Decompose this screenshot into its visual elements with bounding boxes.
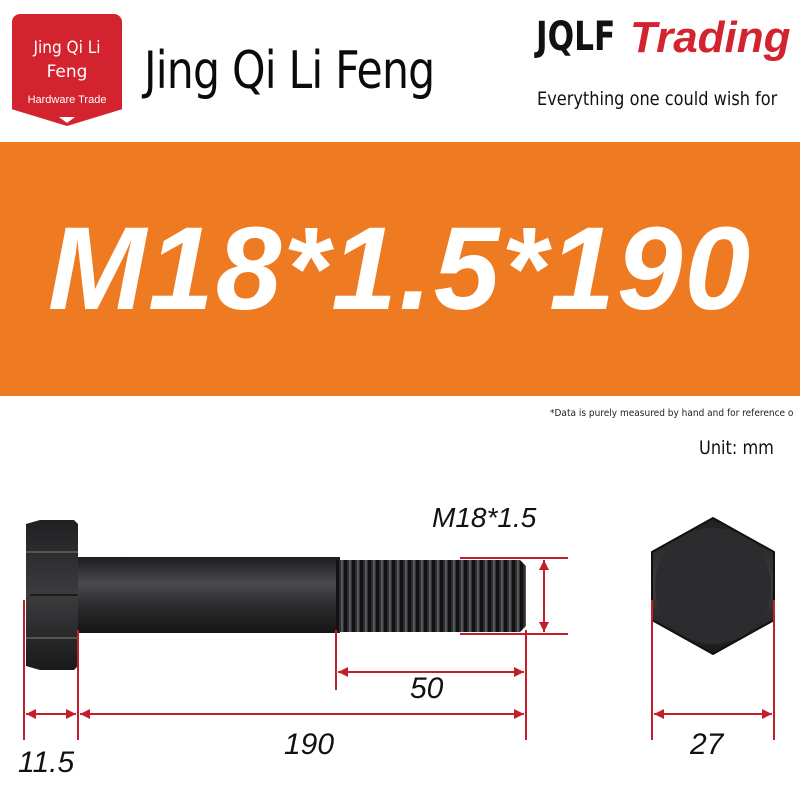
- tagline: Everything one could wish for: [537, 88, 778, 110]
- badge-line-1: Jing Qi Li: [33, 38, 101, 58]
- bolt-shank: [78, 557, 340, 633]
- total-length-label: 190: [284, 728, 335, 761]
- badge-line-3: Hardware Trade: [27, 94, 107, 106]
- company-logo: JQLF Trading: [536, 14, 791, 62]
- logo-abbreviation: JQLF: [536, 14, 616, 60]
- brand-badge: Jing Qi Li Feng Hardware Trade: [12, 14, 122, 126]
- thread-length-label: 50: [410, 672, 444, 705]
- dimension-lines: [23, 557, 775, 740]
- brand-title: Jing Qi Li Feng: [144, 41, 435, 101]
- spec-title: M18*1.5*190: [47, 203, 753, 335]
- head-height-label: 11.5: [18, 746, 75, 779]
- bolt-threads: [336, 560, 526, 632]
- logo-word: Trading: [630, 13, 791, 62]
- unit-label: Unit: mm: [699, 437, 774, 459]
- spec-banner: M18*1.5*190: [0, 142, 800, 396]
- header: Jing Qi Li Feng Hardware Trade Jing Qi L…: [0, 0, 800, 142]
- bolt-drawing: M18*1.5 50 190 11.5 27: [0, 480, 800, 800]
- badge-line-2: Feng: [46, 62, 88, 82]
- thread-spec-label: M18*1.5: [432, 502, 537, 533]
- bolt-head-end: [651, 516, 775, 656]
- bolt-illustration: [23, 516, 775, 740]
- measurement-note: *Data is purely measured by hand and for…: [550, 408, 794, 419]
- chevron-down-icon: [59, 117, 75, 123]
- bolt-head-side: [26, 520, 78, 670]
- head-width-label: 27: [690, 728, 724, 761]
